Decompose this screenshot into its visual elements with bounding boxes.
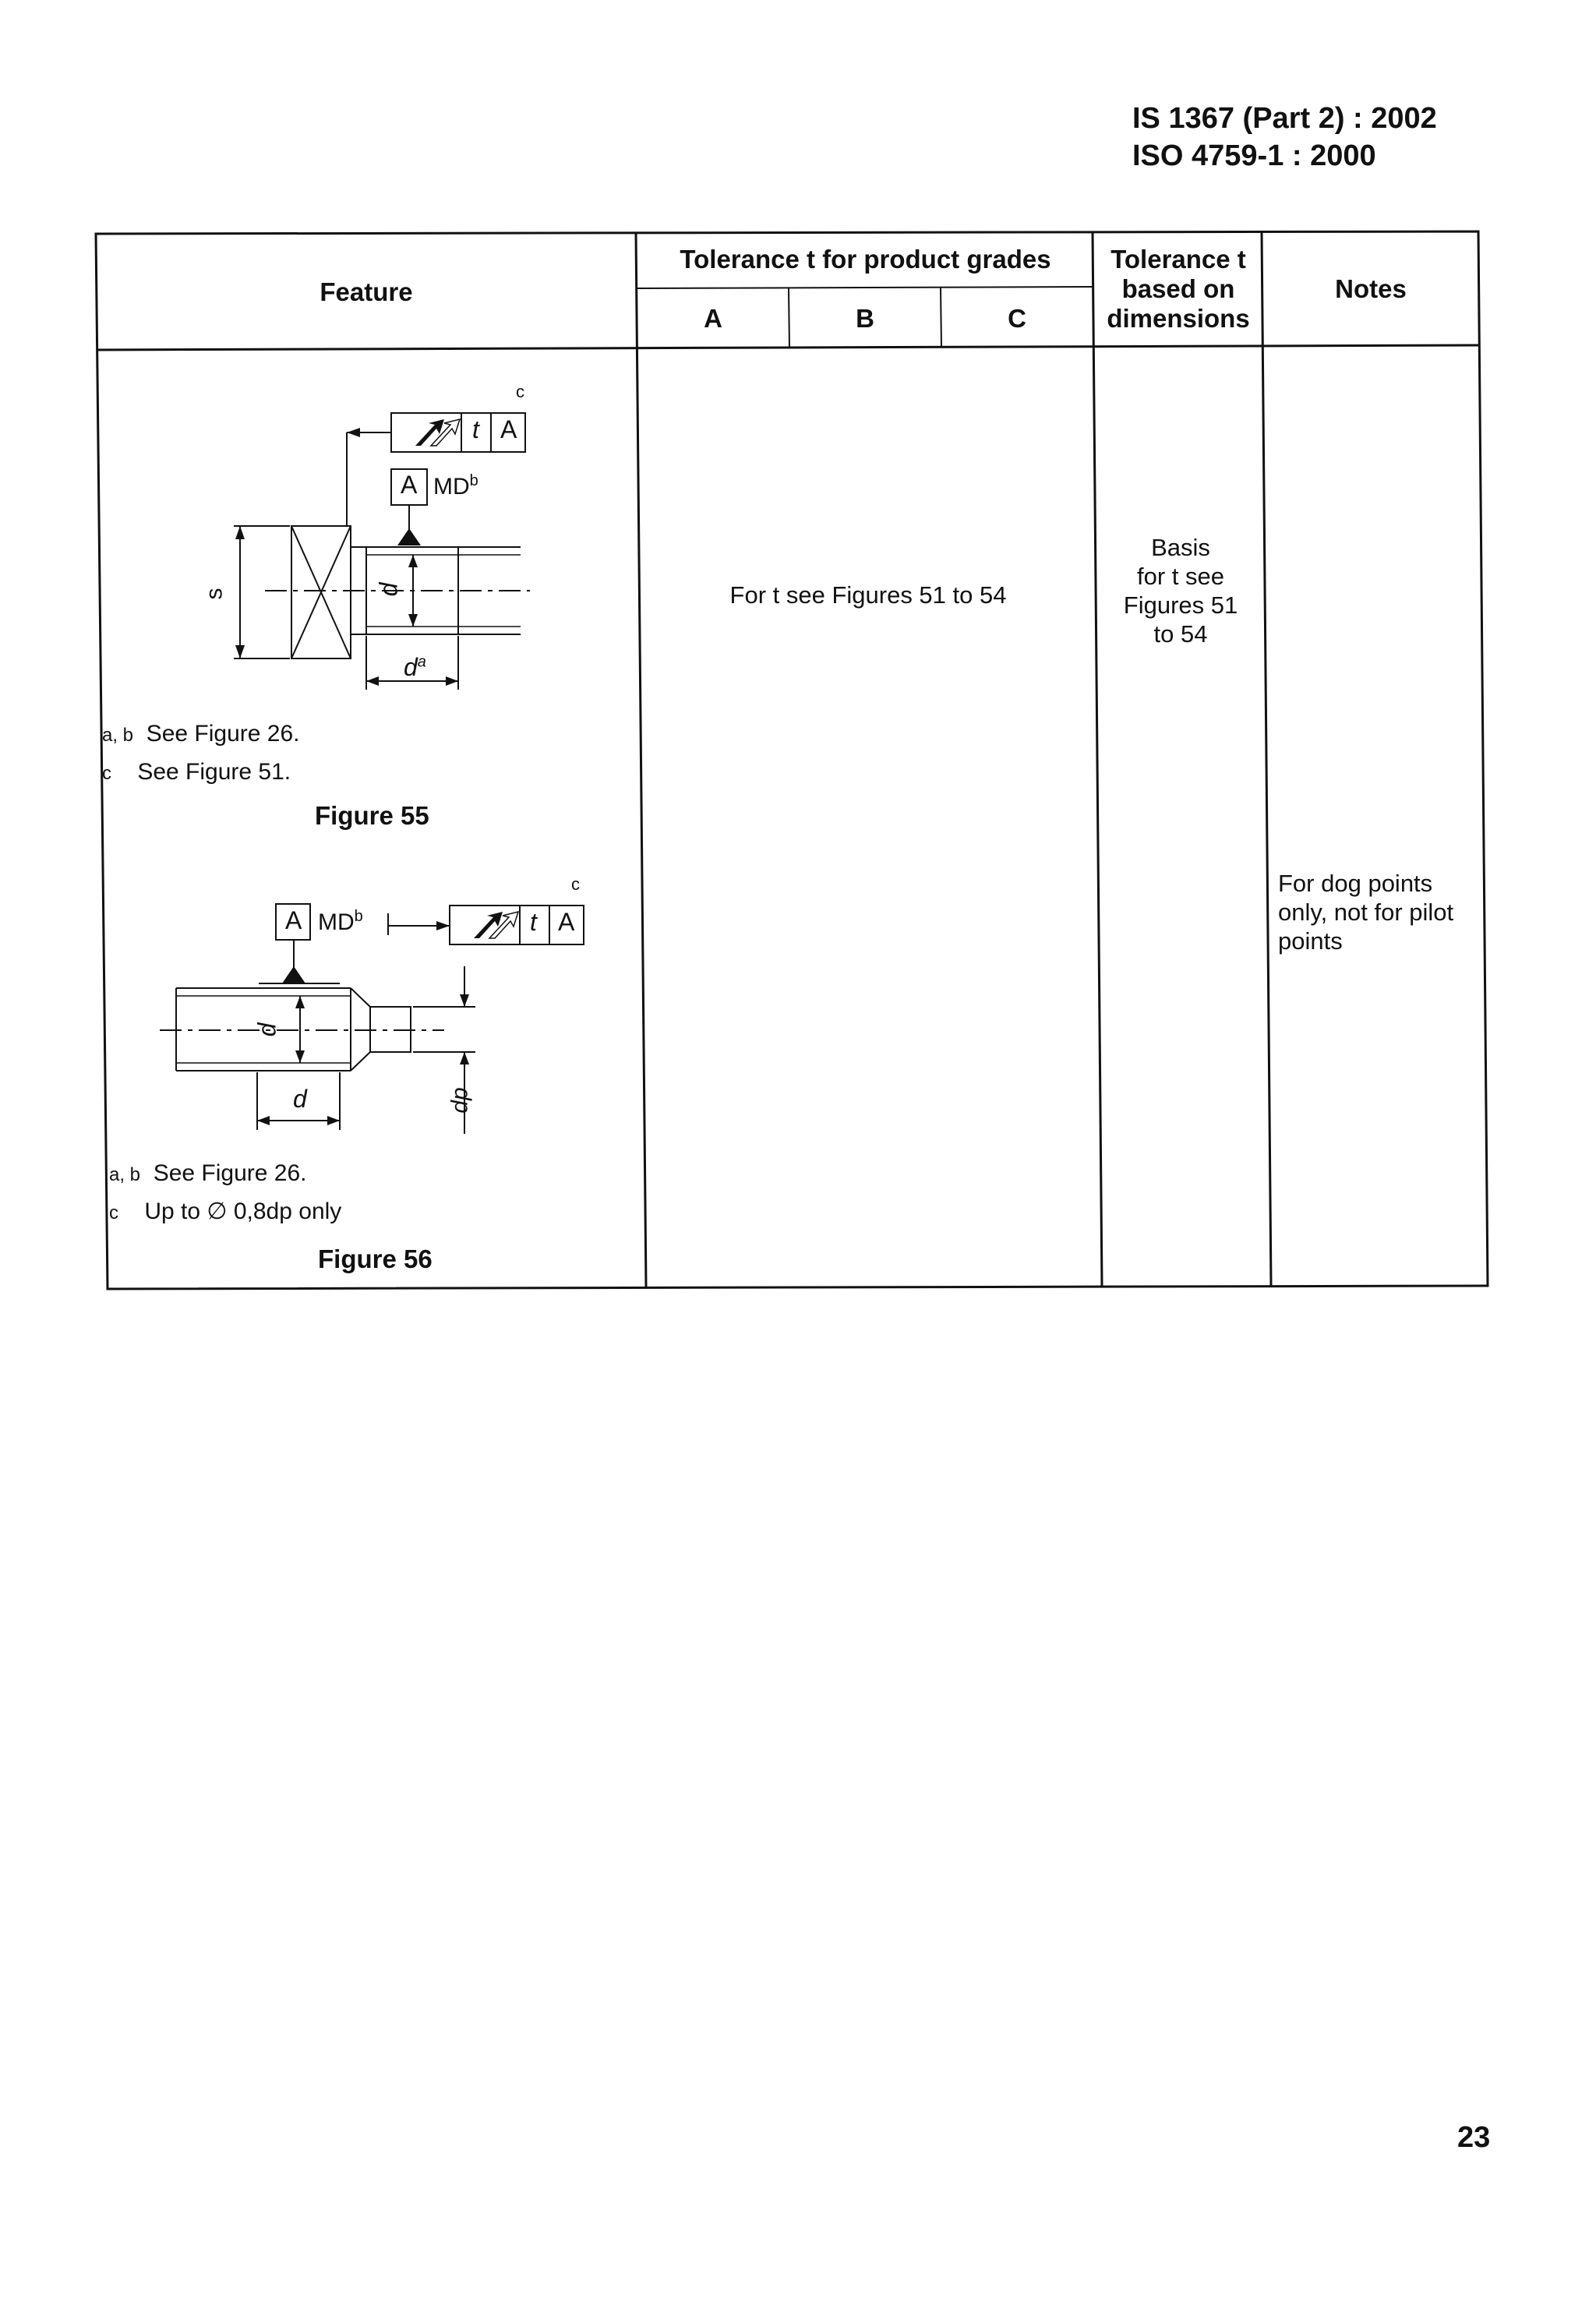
fig56-note-c-ref: c xyxy=(571,874,580,894)
page-number: 23 xyxy=(1457,2121,1491,2154)
notes-line-1: For dog points xyxy=(1278,870,1433,897)
basis-line-3: Figures 51 xyxy=(1123,591,1238,619)
fig56-note-ab-text: See Figure 26. xyxy=(153,1160,307,1186)
fig55-dim-da: da xyxy=(404,653,426,682)
fig55-md-text: MD xyxy=(433,474,470,500)
header-basis-line-3: dimensions xyxy=(1107,304,1250,333)
header-grade-b: B xyxy=(856,304,874,333)
fig55-frame-datum: A xyxy=(500,415,517,443)
header-basis-line-1: Tolerance t xyxy=(1110,245,1246,274)
fig55-note-ab-text: See Figure 26. xyxy=(146,721,300,747)
fig55-dim-da-sup: a xyxy=(417,653,426,671)
notes-line-3: points xyxy=(1278,927,1343,955)
fig56-frame-t: t xyxy=(530,908,537,936)
fig55-note-c-text: See Figure 51. xyxy=(137,759,291,785)
basis-line-4: to 54 xyxy=(1153,620,1208,648)
grades-cell: For t see Figures 51 to 54 xyxy=(729,581,1007,609)
basis-cell: Basis for t see Figures 51 to 54 xyxy=(1096,533,1266,648)
fig56-md-sup: b xyxy=(354,908,363,925)
header-basis: Tolerance t based on dimensions xyxy=(1094,245,1262,334)
header-notes: Notes xyxy=(1335,274,1407,303)
figure-55-caption: Figure 55 xyxy=(315,801,429,830)
header-grade-c: C xyxy=(1008,304,1026,333)
fig55-md-sup: b xyxy=(469,472,478,489)
fig55-note-c-marker: c xyxy=(102,763,111,784)
fig55-dim-da-text: d xyxy=(404,653,418,681)
header-tolerance-grades: Tolerance t for product grades xyxy=(680,245,1051,274)
fig55-note-c-ref: c xyxy=(516,382,524,401)
standard-reference: IS 1367 (Part 2) : 2002 ISO 4759-1 : 200… xyxy=(1132,100,1437,175)
fig56-dim-d-horizontal: d xyxy=(293,1085,307,1113)
basis-line-2: for t see xyxy=(1137,563,1224,590)
header-grade-a: A xyxy=(704,304,722,333)
fig56-frame-datum: A xyxy=(558,908,575,936)
fig55-frame-t: t xyxy=(472,415,479,443)
fig56-note-c-text: Up to ∅ 0,8dp only xyxy=(144,1199,342,1224)
fig56-md-text: MD xyxy=(318,909,355,935)
fig56-dim-d-vertical: d xyxy=(252,1022,281,1037)
header-basis-line-2: based on xyxy=(1121,274,1235,303)
basis-line-1: Basis xyxy=(1151,534,1210,561)
notes-line-2: only, not for pilot xyxy=(1278,898,1454,926)
fig55-md-label: MDb xyxy=(433,472,478,500)
fig55-datum-label: A xyxy=(401,471,418,499)
fig55-note-ab-marker: a, b xyxy=(102,725,134,746)
fig56-note-ab: a, b See Figure 26. xyxy=(109,1160,307,1189)
fig55-note-ab: a, b See Figure 26. xyxy=(102,720,300,750)
fig56-datum-label: A xyxy=(285,906,302,934)
standard-line-1: IS 1367 (Part 2) : 2002 xyxy=(1132,102,1437,135)
fig56-note-ab-marker: a, b xyxy=(109,1164,141,1185)
fig55-note-c: c See Figure 51. xyxy=(102,758,291,788)
standard-line-2: ISO 4759-1 : 2000 xyxy=(1132,139,1376,172)
fig56-note-c-marker: c xyxy=(109,1202,118,1223)
fig56-note-c: c Up to ∅ 0,8dp only xyxy=(109,1198,341,1227)
fig56-md-label: MDb xyxy=(318,908,363,936)
notes-cell: For dog points only, not for pilot point… xyxy=(1278,869,1453,955)
fig56-dim-dp: dp xyxy=(447,1087,473,1114)
header-feature: Feature xyxy=(320,277,413,306)
figure-56-caption: Figure 56 xyxy=(318,1244,433,1273)
